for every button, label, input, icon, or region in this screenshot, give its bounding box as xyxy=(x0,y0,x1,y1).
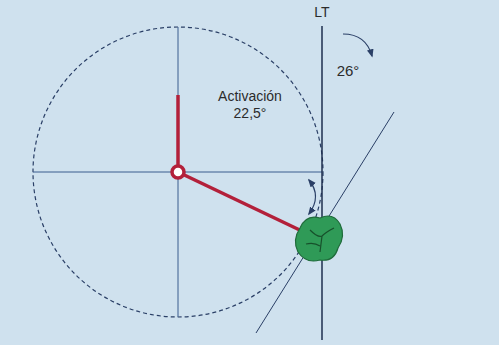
activation-label: Activación 22,5° xyxy=(208,88,292,122)
rotation-circle xyxy=(33,27,323,317)
activated-arm xyxy=(178,172,306,233)
pivot-ring xyxy=(172,166,184,178)
angle-arrow xyxy=(309,180,316,214)
angle-label: 26° xyxy=(328,62,368,80)
lt-line xyxy=(321,26,323,340)
rest-arm xyxy=(176,95,180,172)
tooth xyxy=(295,216,342,261)
inclined-line xyxy=(256,112,394,333)
line-label: LT xyxy=(307,4,337,21)
rotation-arrow xyxy=(343,34,372,56)
